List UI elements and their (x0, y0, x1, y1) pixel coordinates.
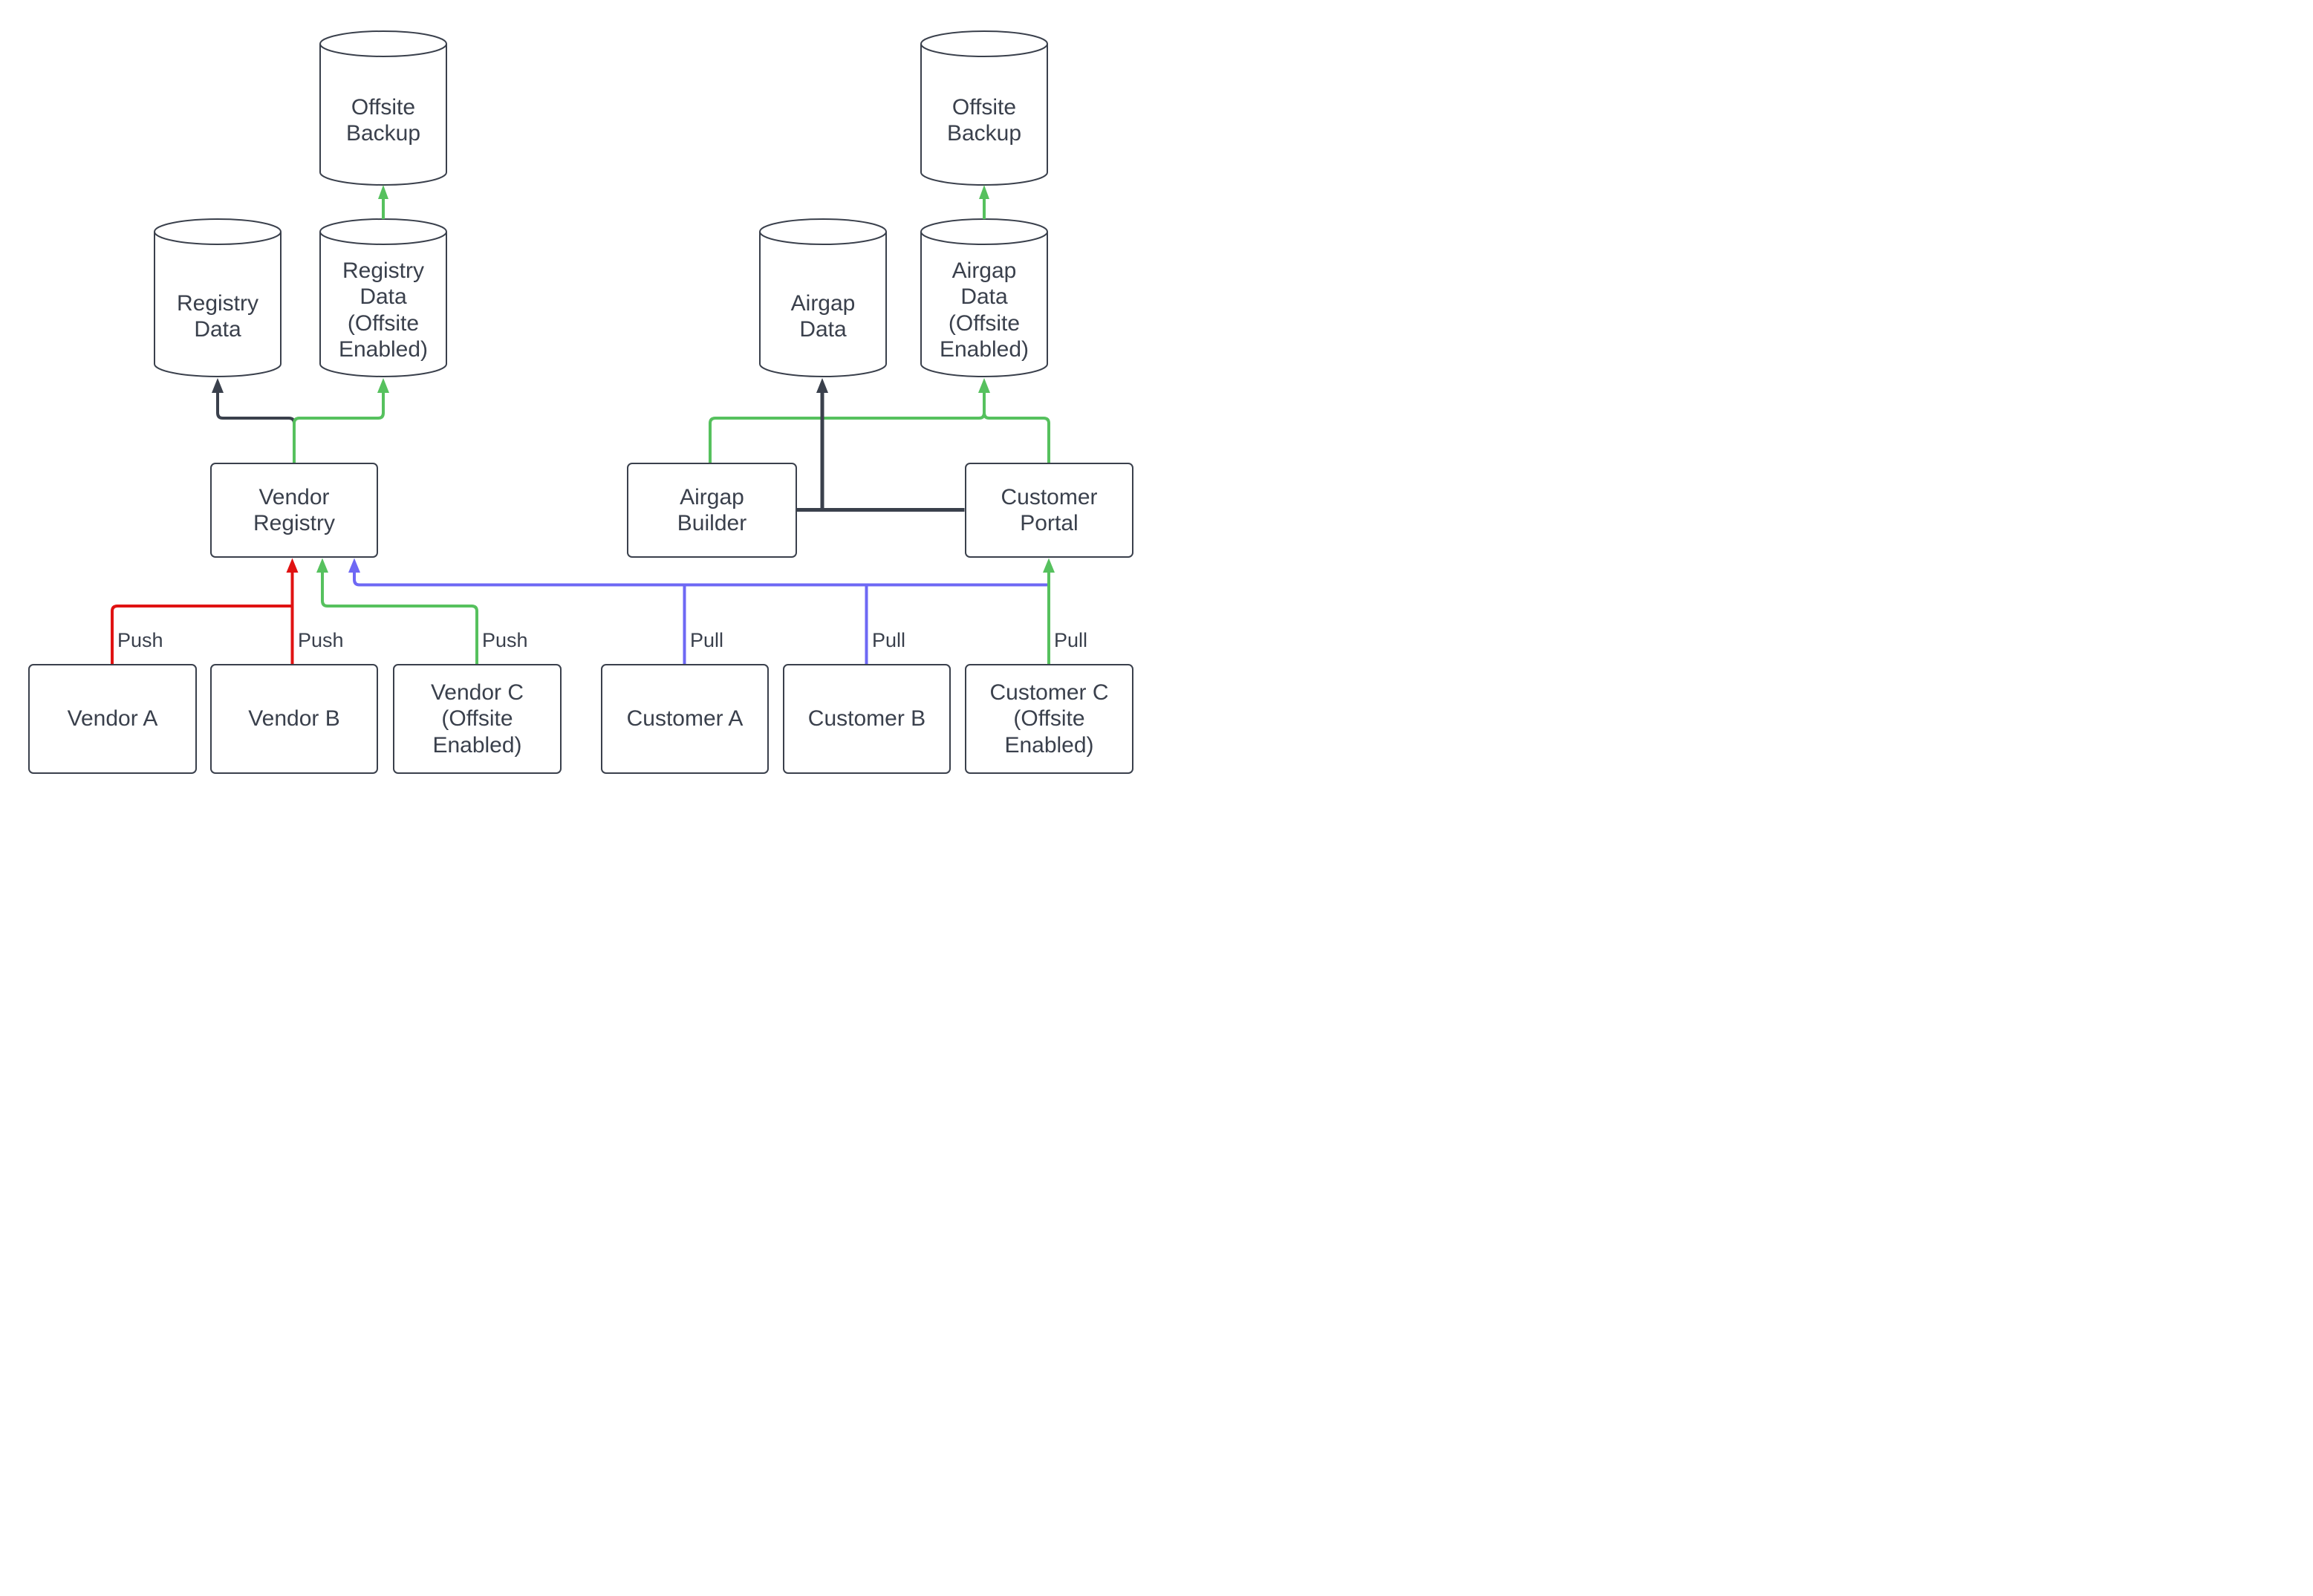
edge-vendor-registry-to-registry-data (216, 392, 296, 463)
customer-portal-node: Customer Portal (965, 463, 1133, 558)
push-label-vendor-c: Push (482, 629, 528, 651)
diagram-canvas: Offsite Backup Registry Data Registry Da… (0, 0, 1156, 798)
customer-a-node: Customer A (601, 664, 769, 774)
edge-customer-portal-to-airgap-data-offsite (983, 401, 1050, 463)
airgap-builder-node: Airgap Builder (627, 463, 797, 558)
vendor-b-node: Vendor B (210, 664, 378, 774)
edge-vendor-c-push (321, 573, 478, 664)
edge-vendor-a-push (111, 605, 291, 664)
arrowhead-push-red (286, 558, 299, 573)
edge-vendor-registry-to-registry-data-offsite (293, 392, 385, 463)
connector-layer (111, 30, 1055, 664)
registry-data-cylinder (154, 218, 282, 377)
arrowhead-offsite-backup-left (378, 185, 388, 199)
arrowhead-push-green (316, 558, 328, 573)
edge-pull-blue (353, 573, 1049, 664)
arrowhead-customer-portal (1043, 558, 1055, 573)
arrowhead-pull-blue (348, 558, 360, 573)
arrowhead-airgap-data-offsite (978, 378, 990, 393)
arrowhead-registry-data (212, 378, 224, 393)
offsite-backup-right-cylinder (920, 30, 1048, 186)
edge-airgap-builder-to-airgap-data-offsite (709, 392, 986, 463)
vendor-c-node: Vendor C (Offsite Enabled) (393, 664, 562, 774)
pull-label-customer-c: Pull (1054, 629, 1088, 651)
airgap-data-offsite-cylinder (920, 218, 1048, 377)
offsite-backup-left-cylinder (319, 30, 447, 186)
customer-b-node: Customer B (783, 664, 951, 774)
pull-label-customer-b: Pull (872, 629, 906, 651)
arrowhead-registry-data-offsite (377, 378, 389, 393)
airgap-data-cylinder (759, 218, 887, 377)
push-label-vendor-a: Push (117, 629, 163, 651)
arrowhead-offsite-backup-right (979, 185, 989, 199)
arrowhead-airgap-data (816, 378, 828, 393)
vendor-registry-node: Vendor Registry (210, 463, 378, 558)
edge-builder-portal-to-airgap-data (796, 393, 965, 512)
pull-label-customer-a: Pull (690, 629, 724, 651)
vendor-a-node: Vendor A (28, 664, 197, 774)
customer-c-node: Customer C (Offsite Enabled) (965, 664, 1133, 774)
registry-data-offsite-cylinder (319, 218, 447, 377)
push-label-vendor-b: Push (298, 629, 344, 651)
